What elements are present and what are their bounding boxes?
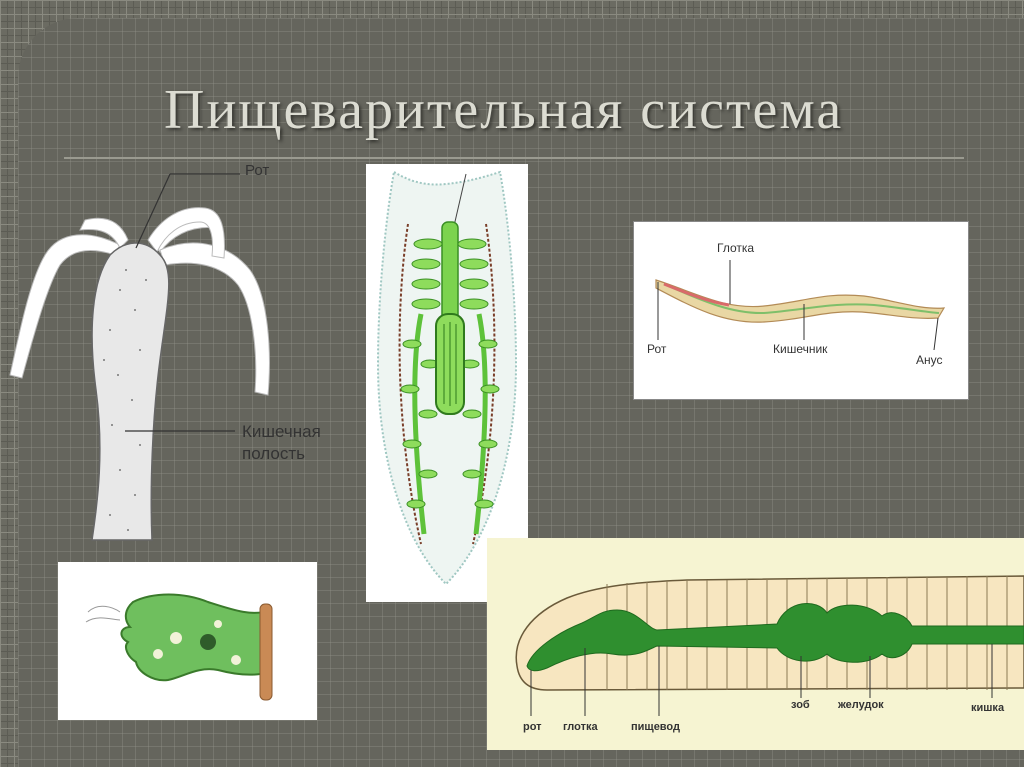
earthworm-illustration xyxy=(515,575,1024,716)
hydra-mouth-label: Рот xyxy=(245,162,270,179)
roundworm-illustration xyxy=(655,260,946,351)
earthworm-diagram: рот глотка пищевод зоб желудок кишка xyxy=(487,538,1024,750)
hydra-cavity-label-line2: полость xyxy=(242,444,305,463)
roundworm-intestine-label: Кишечник xyxy=(773,342,828,356)
earthworm-label-crop: зоб xyxy=(791,699,810,711)
roundworm-pharynx-label: Глотка xyxy=(717,241,755,255)
earthworm-label-stomach: желудок xyxy=(838,699,884,711)
earthworm-label-intestine: кишка xyxy=(971,702,1005,714)
earthworm-label-esophagus: пищевод xyxy=(631,721,680,733)
earthworm-label-mouth: рот xyxy=(523,721,542,733)
roundworm-anus-label: Анус xyxy=(916,353,943,367)
roundworm-diagram: Глотка Рот Кишечник Анус xyxy=(633,221,969,400)
title-underline xyxy=(64,157,964,159)
planarian-diagram xyxy=(366,164,528,602)
hydra-cavity-label-line1: Кишечная xyxy=(242,422,321,441)
hydra-illustration xyxy=(9,173,270,541)
amoeba-illustration xyxy=(85,593,273,701)
planarian-illustration xyxy=(376,170,518,586)
slide-title: Пищеварительная система xyxy=(164,79,844,141)
amoeba-diagram xyxy=(58,562,317,720)
hydra-diagram: Рот Кишечная полость xyxy=(0,160,370,560)
earthworm-label-pharynx: глотка xyxy=(563,721,598,733)
roundworm-mouth-label: Рот xyxy=(647,342,667,356)
